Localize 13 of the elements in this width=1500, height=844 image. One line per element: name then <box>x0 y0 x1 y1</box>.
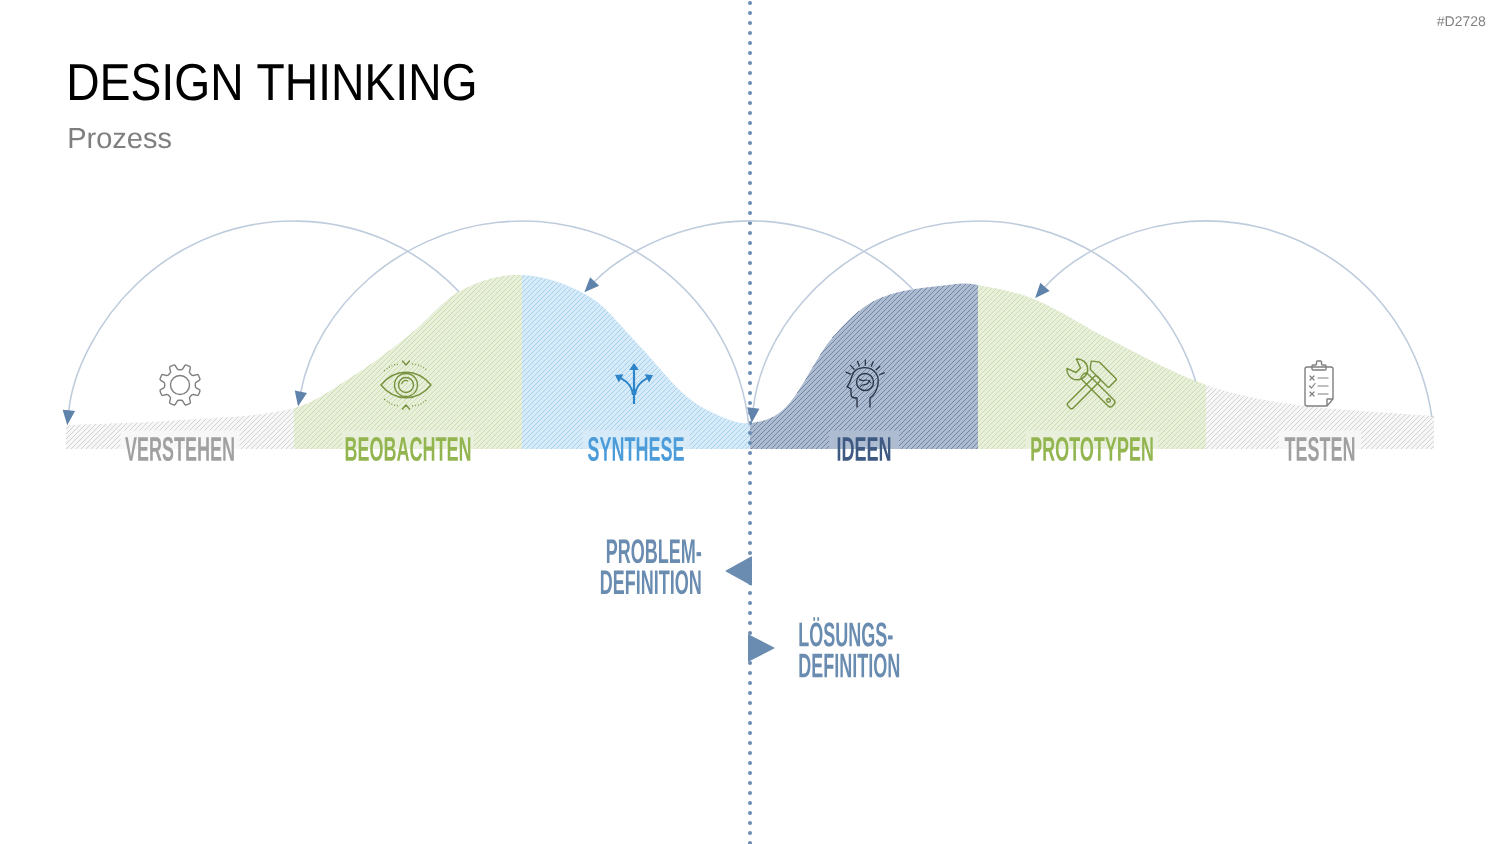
definition-label: LÖSUNGS- DEFINITION <box>799 617 900 678</box>
slide-code: #D2728 <box>1436 16 1486 27</box>
phase-label: IDEEN <box>837 437 891 461</box>
phase-label: VERSTEHEN <box>125 436 234 462</box>
subtitle: Prozess <box>69 128 171 149</box>
phase-label: BEOBACHTEN <box>345 436 471 462</box>
phase-label: TESTEN <box>1284 436 1355 462</box>
definition-label: PROBLEM- DEFINITION <box>600 539 702 595</box>
loop-arrow <box>294 220 750 426</box>
phase-label: SYNTHESE <box>587 436 684 462</box>
loop-arrow <box>1035 220 1433 418</box>
phase-label: PROTOTYPEN <box>1031 436 1153 462</box>
title: DESIGN THINKING <box>70 63 475 101</box>
